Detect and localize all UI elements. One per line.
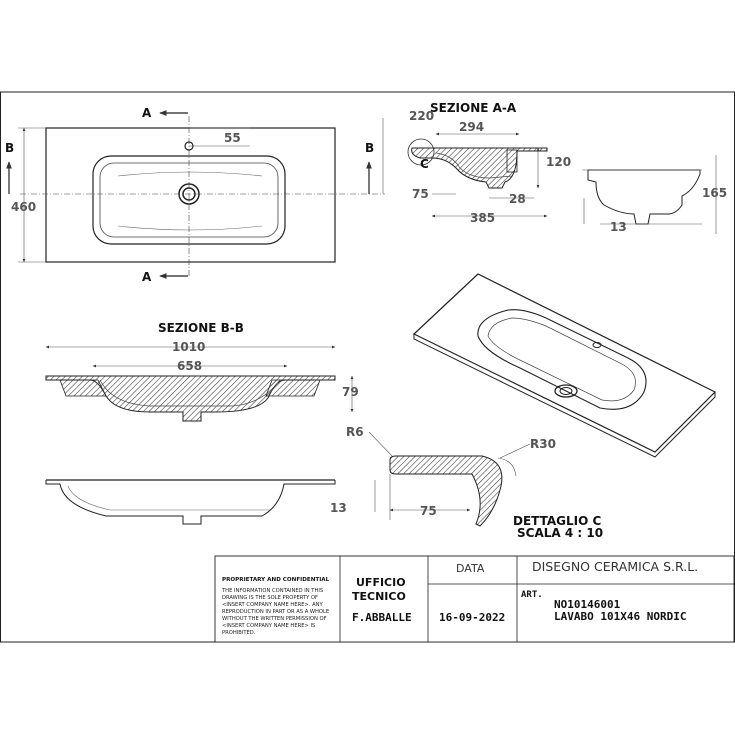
- side-view-profile: [587, 169, 701, 225]
- section-bb-hatch-left: [59, 379, 107, 397]
- proprietary-line-4: REPRODUCTION IN PART OR AS A WHOLE: [222, 609, 329, 615]
- proprietary-line-2: DRAWING IS THE SOLE PROPERTY OF: [222, 595, 318, 601]
- title-block-frame: [214, 555, 735, 643]
- iso-bowl-outer: [477, 309, 647, 410]
- iso-bowl-inner: [487, 317, 636, 402]
- dim-460-label: 460: [11, 200, 36, 214]
- dim-658-label: 658: [177, 359, 202, 373]
- dim-385-label: 385: [470, 211, 495, 225]
- proprietary-line-6: <INSERT COMPANY NAME HERE> IS: [222, 623, 315, 629]
- dim-r30-label: R30: [530, 437, 556, 451]
- proprietary-line-3: <INSERT COMPANY NAME HERE>. ANY: [222, 602, 324, 608]
- section-aa-title: SEZIONE A-A: [430, 101, 517, 115]
- dim-220-label: 220: [409, 109, 434, 123]
- art-label: ART.: [521, 590, 543, 600]
- iso-drain-inner: [559, 387, 573, 395]
- side-view: 165 13: [582, 155, 727, 234]
- dim-13-side-label: 13: [610, 220, 627, 234]
- iso-drain-outer: [554, 384, 578, 398]
- dim-75-detail-label: 75: [420, 504, 437, 518]
- iso-top-outline: [412, 273, 717, 453]
- proprietary-heading: PROPRIETARY AND CONFIDENTIAL: [222, 577, 330, 583]
- dim-75a-label: 75: [412, 187, 429, 201]
- cut-b-left-label: B: [5, 141, 14, 155]
- cut-a-bottom-label: A: [142, 270, 152, 284]
- proprietary-line-5: WITHOUT THE WRITTEN PERMISSION OF: [222, 616, 327, 622]
- dim-r6-leader: [368, 431, 393, 457]
- section-bb-hatch-right: [265, 379, 321, 397]
- office-line-1: UFFICIO: [356, 576, 406, 589]
- detail-c-title: DETTAGLIO C: [513, 514, 602, 528]
- dim-28-label: 28: [509, 192, 526, 206]
- iso-tap-hole: [592, 341, 602, 349]
- section-aa-inner-bowl: [435, 152, 513, 179]
- section-bb: SEZIONE B-B 1010 658 79: [45, 321, 359, 422]
- cut-a-top-label: A: [142, 106, 152, 120]
- section-bb-title: SEZIONE B-B: [158, 321, 244, 335]
- front-view-inner: [67, 485, 270, 511]
- dim-55-label: 55: [224, 131, 241, 145]
- company-name: DISEGNO CERAMICA S.R.L.: [532, 559, 698, 574]
- dim-165-label: 165: [702, 186, 727, 200]
- iso-thickness-edge: [413, 334, 716, 458]
- author-name: F.ABBALLE: [352, 611, 412, 624]
- section-aa: SEZIONE A-A C 220 294 120 75 28 385: [382, 101, 571, 225]
- office-line-2: TECNICO: [352, 590, 406, 603]
- detail-c-scale: SCALA 4 : 10: [517, 526, 603, 540]
- proprietary-line-1: THE INFORMATION CONTAINED IN THIS: [221, 588, 323, 594]
- dim-294-label: 294: [459, 120, 484, 134]
- section-bb-inner-bowl: [99, 379, 281, 407]
- bowl-outer-outline: [92, 155, 286, 245]
- bowl-slope-curve: [117, 171, 263, 231]
- dim-1010-label: 1010: [172, 340, 205, 354]
- top-view: A A B B 55 460: [5, 106, 385, 284]
- section-aa-profile: [411, 147, 548, 189]
- article-code: NO10146001: [554, 598, 621, 611]
- cut-b-right-label: B: [365, 141, 374, 155]
- front-view-profile: [45, 480, 336, 525]
- section-aa-overflow: [506, 149, 518, 173]
- dim-120-label: 120: [546, 155, 571, 169]
- date-label: DATA: [456, 562, 485, 575]
- detail-c-r30-arc: [497, 457, 517, 477]
- dim-r6-label: R6: [346, 425, 364, 439]
- basin-top-outline: [45, 127, 336, 263]
- detail-c-profile: [389, 455, 503, 527]
- date-value: 16-09-2022: [439, 611, 505, 624]
- dim-r30-leader: [499, 443, 531, 459]
- detail-c-marker-label: C: [420, 157, 429, 171]
- article-name: LAVABO 101X46 NORDIC: [554, 610, 686, 623]
- front-view: 13: [45, 479, 376, 525]
- dim-13-front-label: 13: [330, 501, 347, 515]
- proprietary-line-7: PROHIBITED.: [222, 630, 256, 636]
- title-block: PROPRIETARY AND CONFIDENTIAL THE INFORMA…: [214, 555, 735, 643]
- detail-c-marker-circle: [407, 138, 435, 166]
- isometric-view: [412, 273, 717, 458]
- dim-79-label: 79: [342, 385, 359, 399]
- detail-c: R30 R6 75 DETTAGLIO C SCALA 4 : 10: [346, 425, 603, 540]
